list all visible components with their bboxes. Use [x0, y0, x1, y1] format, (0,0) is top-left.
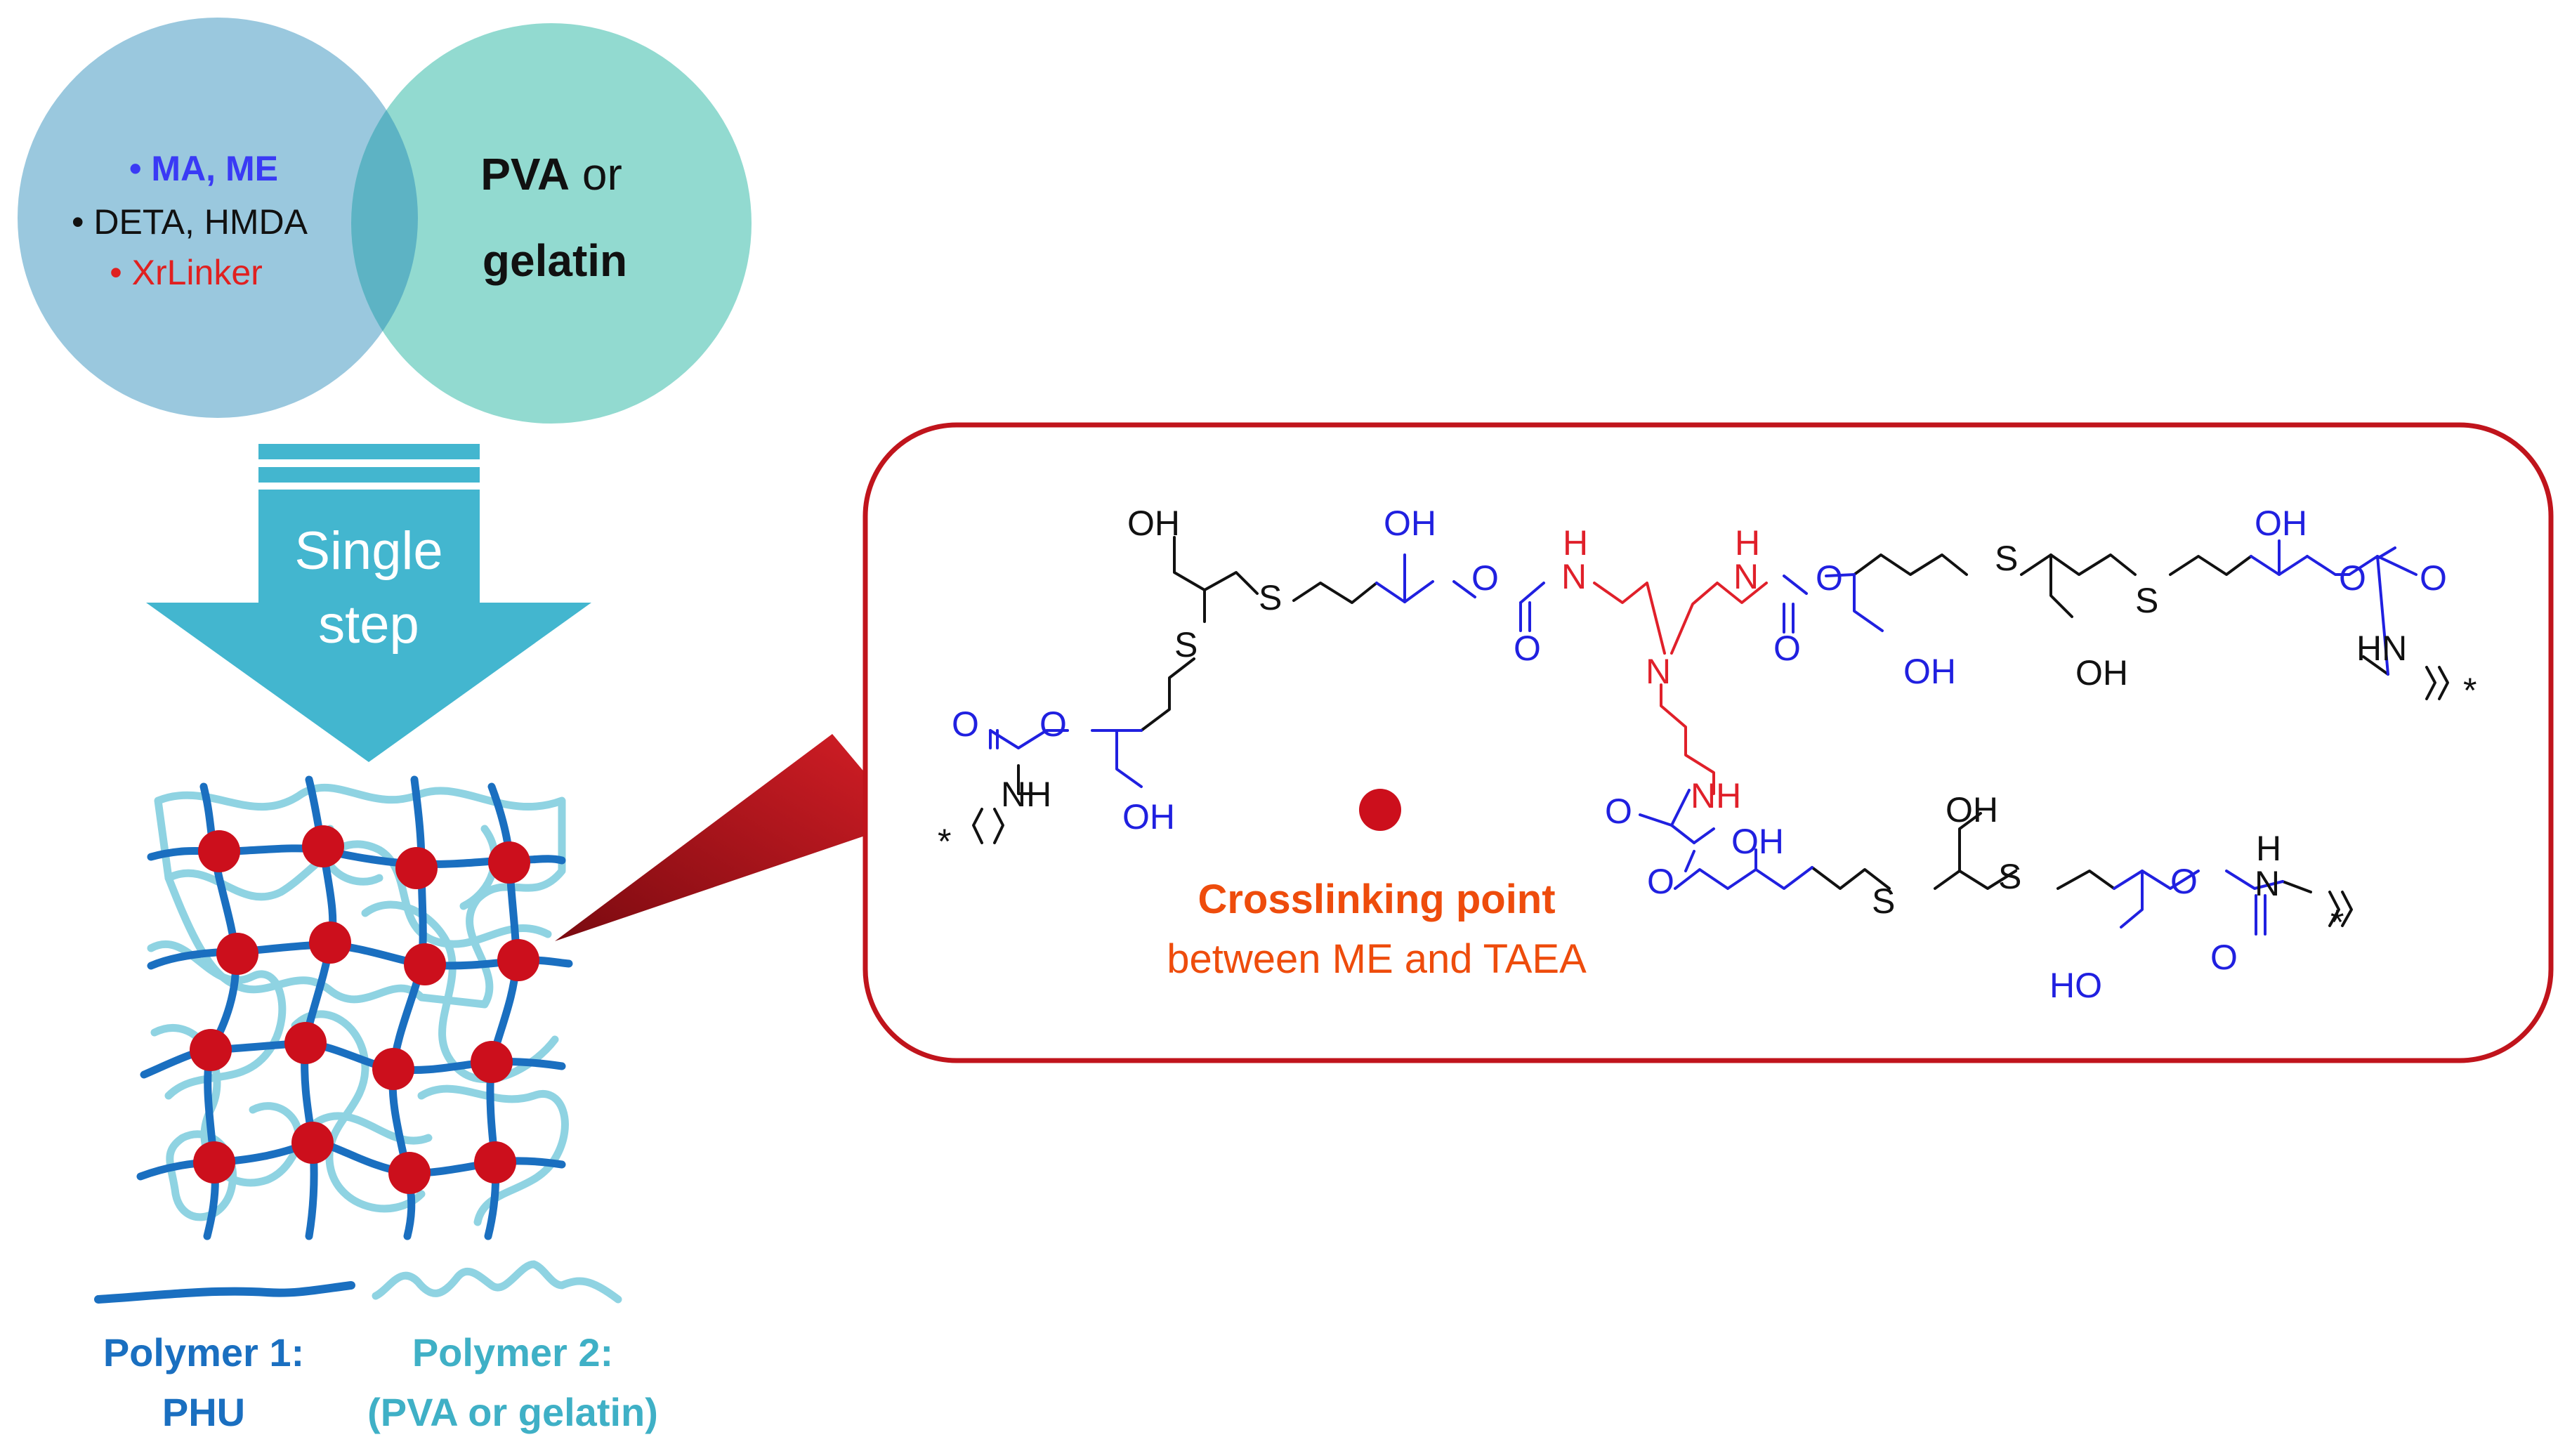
network-node [284, 1022, 327, 1064]
atom-oh: OH [1731, 822, 1784, 861]
crosslink-legend-dot [1359, 789, 1401, 831]
atom-o: O [1773, 629, 1801, 668]
venn-right-pva: PVA [480, 149, 570, 199]
atom-o: O [1471, 558, 1499, 598]
zoom-callout: Crosslinking point between ME and TAEA [555, 422, 2554, 1063]
bonds-red [1593, 582, 1768, 795]
chemical-structure: OH S S NH * S S OH HN * OH S S H N * OH … [938, 504, 2477, 1005]
arrow-label-single: Single [294, 521, 442, 581]
network-node [291, 1122, 334, 1164]
atoms-red: H N H N N NH [1561, 523, 1760, 815]
network-node [404, 943, 446, 985]
atom-s: S [1259, 578, 1282, 617]
network-node [497, 939, 539, 981]
network-node [302, 825, 344, 867]
legend-polymer-2-swatch [372, 1260, 622, 1304]
atom-ho: HO [2049, 966, 2102, 1005]
venn-item-deta-hmda: • DETA, HMDA [72, 202, 308, 242]
venn-right-or: or [570, 149, 622, 199]
callout-box [862, 422, 2554, 1063]
venn-item-ma-me: • MA, ME [129, 149, 278, 188]
atom-oh: OH [2255, 504, 2307, 543]
venn-left-circle [18, 18, 418, 418]
bonds-black [972, 536, 2449, 927]
atoms-blue: OH O O O O OH OH O O O O OH O OH O O HO … [952, 504, 2447, 1005]
network-node [488, 841, 530, 884]
arrow-body [146, 490, 591, 762]
atom-oh: OH [1903, 652, 1956, 691]
atom-s: S [1174, 625, 1198, 664]
venn-right-line1: PVA or [480, 149, 622, 199]
atom-o: O [1647, 862, 1674, 901]
network-node [309, 922, 351, 964]
atom-o: O [952, 704, 979, 744]
atom-oh: OH [1127, 504, 1180, 543]
crosslink-subtitle: between ME and TAEA [1167, 936, 1587, 982]
crosslink-title: Crosslinking point [1198, 877, 1555, 922]
atom-o: O [1514, 629, 1541, 668]
network-nodes [190, 825, 539, 1194]
bonds-blue [989, 539, 2418, 936]
atom-o: O [2420, 558, 2447, 598]
network-node [372, 1048, 414, 1090]
atom-o: O [2339, 558, 2366, 598]
atom-s: S [1998, 857, 2021, 896]
atom-oh: OH [1946, 790, 1998, 829]
atom-o: O [1605, 792, 1632, 831]
atom-s: S [1872, 881, 1895, 921]
atom-o: O [1816, 558, 1843, 598]
atom-n: N [1561, 557, 1587, 596]
arrow-bar-top [258, 444, 480, 459]
atom-o: O [2170, 862, 2198, 901]
atom-h: H [1735, 523, 1760, 563]
network-node [216, 933, 258, 975]
legend-polymer-1-value: PHU [162, 1390, 245, 1434]
atom-s: S [2135, 581, 2158, 620]
atom-o: O [2210, 938, 2238, 977]
network-node [474, 1141, 516, 1183]
network-node [471, 1041, 513, 1083]
callout-pointer-wedge [555, 734, 906, 941]
bonds-blue-extra [1639, 789, 1691, 827]
legend-polymer-2-label: Polymer 2: [412, 1330, 613, 1375]
atom-nh: NH [1691, 776, 1741, 815]
network-node [190, 1029, 232, 1071]
atom-n: N [2255, 864, 2280, 903]
atom-h: H [1563, 523, 1588, 563]
venn-diagram: • MA, ME • DETA, HMDA • XrLinker PVA or … [18, 18, 752, 424]
atom-n: N [1733, 557, 1759, 596]
atom-nh: NH [1001, 775, 1051, 814]
atom-star: * [938, 822, 951, 861]
arrow-label-step: step [318, 595, 419, 655]
venn-right-circle [351, 23, 752, 424]
atom-n: N [1646, 652, 1671, 691]
legend-polymer-1-label: Polymer 1: [103, 1330, 304, 1375]
atom-oh: OH [2075, 653, 2128, 693]
network-node [395, 847, 438, 889]
atom-s: S [1995, 539, 2018, 578]
network-node [198, 830, 240, 872]
network-node [193, 1141, 235, 1183]
atom-star: * [2330, 903, 2344, 942]
network-node [388, 1152, 431, 1194]
venn-right-gelatin: gelatin [483, 235, 627, 286]
polymer-network [136, 775, 573, 1240]
atom-h: H [2256, 829, 2281, 868]
atom-star: * [2463, 671, 2477, 710]
atom-oh: OH [1384, 504, 1436, 543]
legend: Polymer 1: PHU Polymer 2: (PVA or gelati… [94, 1260, 658, 1434]
legend-polymer-2-value: (PVA or gelatin) [367, 1390, 658, 1434]
atom-o: O [1039, 704, 1067, 744]
venn-item-xrlinker: • XrLinker [110, 253, 263, 292]
legend-polymer-1-swatch [94, 1281, 355, 1304]
single-step-arrow: Single step [146, 444, 591, 762]
atom-hn: HN [2356, 629, 2407, 668]
arrow-bar-middle [258, 467, 480, 483]
atoms-black: OH S S NH * S S OH HN * OH S S H N * [938, 504, 2477, 942]
atom-oh: OH [1122, 797, 1175, 837]
